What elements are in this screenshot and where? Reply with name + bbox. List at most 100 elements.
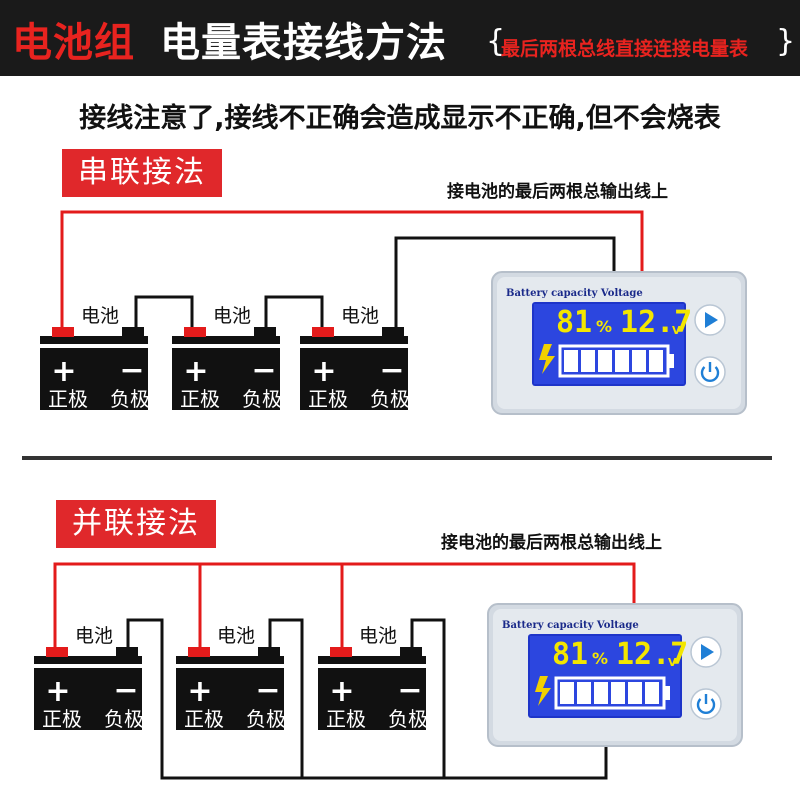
negative-label: 负极 xyxy=(104,707,144,731)
power-icon xyxy=(700,366,720,382)
series-link-1 xyxy=(134,295,194,330)
title-subtitle: 最后两根总线直接连接电量表 xyxy=(501,38,749,60)
battery-1: +−正极负极电池 xyxy=(40,305,150,411)
percent-unit: % xyxy=(596,317,612,336)
battery-body xyxy=(40,348,148,410)
charge-segment xyxy=(581,350,595,372)
charge-segment xyxy=(645,682,659,704)
negative-terminal xyxy=(382,327,404,337)
series-red-wire xyxy=(60,210,644,330)
series-black-wire xyxy=(394,236,616,330)
charge-segment xyxy=(564,350,578,372)
positive-label: 正极 xyxy=(308,387,348,411)
battery-body xyxy=(300,348,408,410)
charge-segment xyxy=(560,682,574,704)
minus-sign: − xyxy=(251,353,276,388)
meter-brand: Battery capacity Voltage xyxy=(502,620,639,631)
battery-top xyxy=(40,336,148,344)
power-icon xyxy=(696,698,716,714)
battery-top xyxy=(318,656,426,664)
battery-gap xyxy=(176,665,284,667)
battery-label: 电池 xyxy=(75,625,113,647)
battery-body xyxy=(34,668,142,730)
charge-segment xyxy=(632,350,646,372)
parallel-black-drop-3 xyxy=(410,618,446,778)
percent-value: 81 xyxy=(552,637,588,672)
positive-label: 正极 xyxy=(326,707,366,731)
parallel-black-wire xyxy=(126,618,608,780)
minus-sign: − xyxy=(255,673,280,708)
charge-segment xyxy=(615,350,629,372)
series-link-2 xyxy=(264,295,324,330)
parallel-section-note: 接电池的最后两根总输出线上 xyxy=(441,533,662,553)
battery-top xyxy=(300,336,408,344)
battery-label: 电池 xyxy=(213,305,251,327)
positive-terminal xyxy=(188,647,210,657)
battery-body xyxy=(172,348,280,410)
battery-6: +−正极负极电池 xyxy=(318,625,428,731)
negative-terminal xyxy=(122,327,144,337)
positive-terminal xyxy=(46,647,68,657)
battery-label: 电池 xyxy=(359,625,397,647)
play-icon xyxy=(701,644,714,660)
charge-segment xyxy=(598,350,612,372)
parallel-section-label: 并联接法 xyxy=(56,500,216,548)
charge-bar-tip xyxy=(668,354,674,368)
plus-sign: + xyxy=(183,354,208,389)
percent-value: 81 xyxy=(556,305,592,340)
header-bar xyxy=(0,0,800,76)
voltage-unit: V xyxy=(668,656,677,669)
minus-sign: − xyxy=(397,673,422,708)
battery-body xyxy=(318,668,426,730)
charge-segment xyxy=(628,682,642,704)
battery-top xyxy=(176,656,284,664)
positive-label: 正极 xyxy=(184,707,224,731)
charge-segment xyxy=(611,682,625,704)
positive-terminal xyxy=(312,327,334,337)
positive-label: 正极 xyxy=(42,707,82,731)
battery-body xyxy=(176,668,284,730)
negative-label: 负极 xyxy=(110,387,150,411)
negative-terminal xyxy=(254,327,276,337)
charge-segment xyxy=(577,682,591,704)
lightning-icon xyxy=(535,676,551,706)
battery-label: 电池 xyxy=(341,305,379,327)
battery-top xyxy=(34,656,142,664)
battery-top xyxy=(172,336,280,344)
title-brace-left: { xyxy=(486,24,506,59)
positive-terminal xyxy=(52,327,74,337)
battery-4: +−正极负极电池 xyxy=(34,625,144,731)
positive-label: 正极 xyxy=(180,387,220,411)
section-divider xyxy=(22,456,772,460)
negative-label: 负极 xyxy=(370,387,410,411)
negative-label: 负极 xyxy=(388,707,428,731)
voltage-value: 12.7 xyxy=(616,637,688,672)
charge-segment xyxy=(594,682,608,704)
parallel-black-drop-2 xyxy=(268,618,304,778)
battery-3: + − 正极负极 电池 xyxy=(300,305,410,411)
positive-terminal xyxy=(330,647,352,657)
voltage-value: 12.7 xyxy=(620,305,692,340)
negative-terminal xyxy=(400,647,422,657)
minus-sign: − xyxy=(379,353,404,388)
series-section-note: 接电池的最后两根总输出线上 xyxy=(447,182,668,202)
battery-label: 电池 xyxy=(217,625,255,647)
negative-label: 负极 xyxy=(246,707,286,731)
plus-sign: + xyxy=(311,354,336,389)
play-icon xyxy=(705,312,718,328)
plus-sign: + xyxy=(51,354,76,389)
battery-gap xyxy=(172,345,280,347)
charge-bar-tip xyxy=(664,686,670,700)
plus-sign: + xyxy=(45,674,70,709)
voltage-unit: V xyxy=(672,324,681,337)
series-section-label: 串联接法 xyxy=(62,149,222,197)
lightning-icon xyxy=(539,344,555,374)
title-brace-right: } xyxy=(776,24,796,59)
negative-label: 负极 xyxy=(242,387,282,411)
negative-terminal xyxy=(258,647,280,657)
notice-text: 接线注意了,接线不正确会造成显示不正确,但不会烧表 xyxy=(79,103,721,134)
plus-sign: + xyxy=(187,674,212,709)
